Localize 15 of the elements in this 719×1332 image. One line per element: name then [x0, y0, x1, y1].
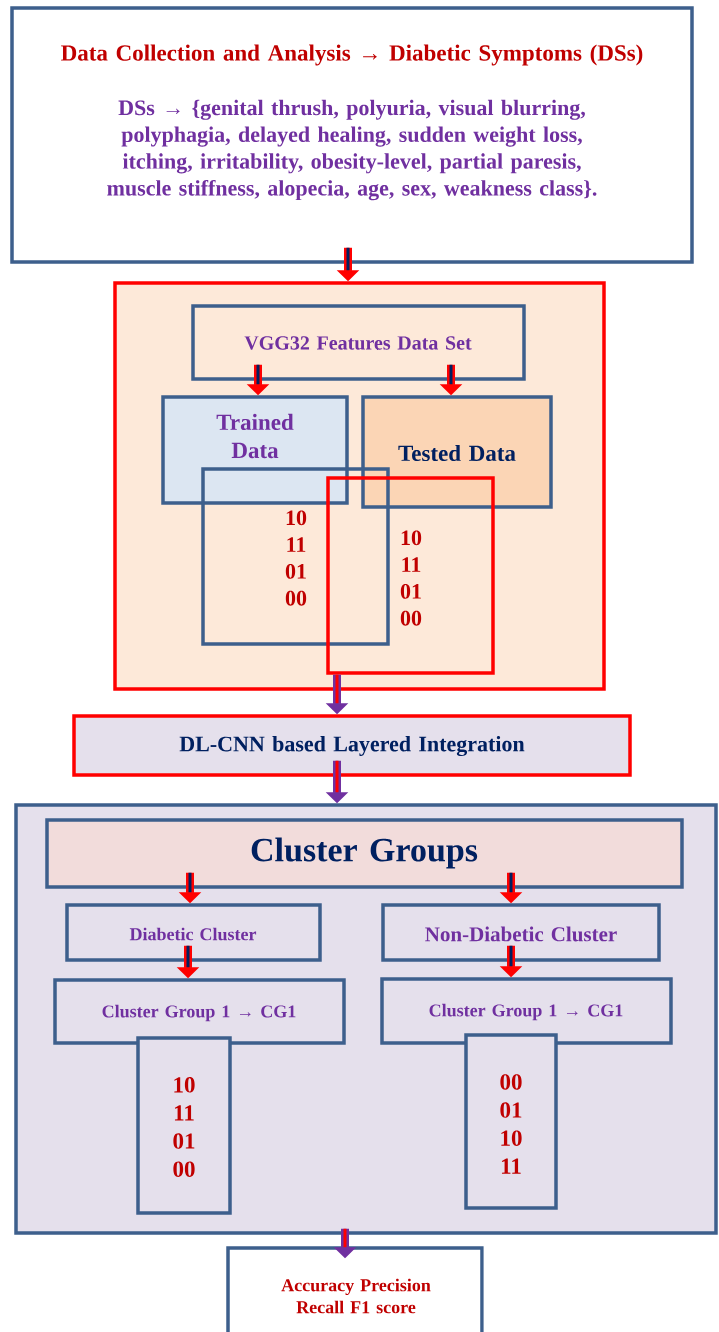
process-box: Trained Data — [161, 395, 349, 505]
list-box: 10 11 01 00 — [201, 467, 390, 646]
list-box: 10 11 01 00 — [326, 476, 495, 675]
process-box: Diabetic Cluster — [65, 903, 322, 962]
list-box: 10 11 01 00 — [136, 1036, 232, 1215]
process-box: Cluster Group 1 → CG1 — [380, 977, 673, 1045]
process-box: DL-CNN based Layered Integration — [72, 714, 632, 777]
header-box: Cluster Groups — [45, 818, 684, 889]
process-box: VGG32 Features Data Set — [191, 304, 526, 381]
process-box: Tested Data — [361, 395, 553, 509]
text-box: Data Collection and Analysis → Diabetic Symptoms (DSs) DSs → {genital thrush, polyuria, visual blurring, polyphagia, delayed healing, sudden weight loss, itching, irritability, obesity-level, partial paresis, muscle stiffness, alopecia, age, sex, weakness class}. — [10, 6, 694, 264]
process-box: Non-Diabetic Cluster — [381, 903, 661, 962]
list-box: 00 01 10 11 — [464, 1033, 558, 1210]
process-box: Cluster Group 1 → CG1 — [53, 978, 346, 1045]
metrics-box: Accuracy Precision Recall F1 score — [226, 1246, 484, 1332]
